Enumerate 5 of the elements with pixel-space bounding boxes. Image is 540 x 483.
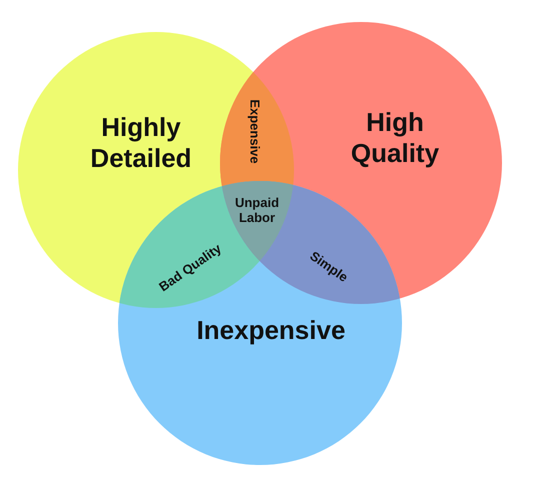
set-label: High Quality	[350, 107, 440, 169]
set-label: Highly Detailed	[89, 112, 193, 174]
overlap-label: Expensive	[248, 98, 262, 166]
set-label: Inexpensive	[196, 315, 346, 346]
overlap-label: Unpaid Labor	[234, 195, 280, 225]
